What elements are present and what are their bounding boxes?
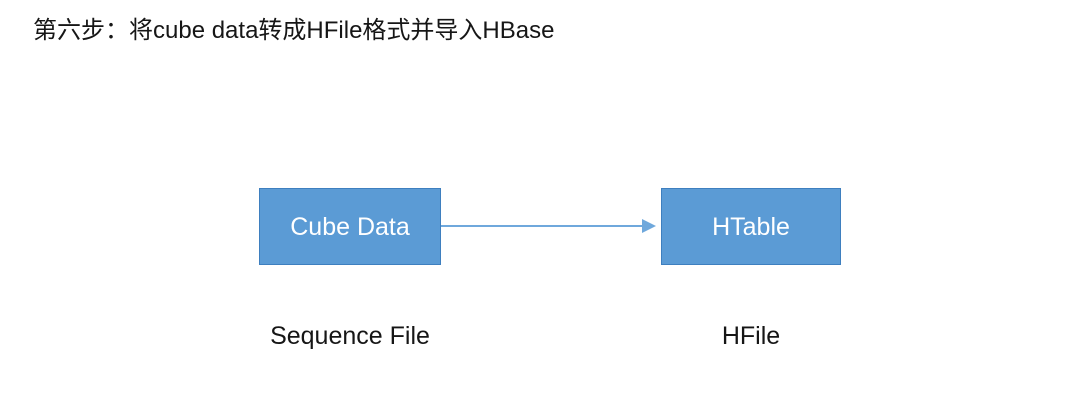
diagram-node-caption-sequence-file: Sequence File [270,322,430,350]
connector-cube-to-htable [438,214,666,238]
diagram-node-label: HTable [712,212,790,241]
arrow-right-icon [441,219,656,233]
page-title: 第六步：将cube data转成HFile格式并导入HBase [33,17,555,44]
diagram-node-caption-hfile: HFile [721,322,781,350]
diagram-node-cube-data[interactable]: Cube Data [259,188,441,265]
diagram-node-label: Cube Data [290,212,410,241]
diagram-node-htable[interactable]: HTable [661,188,841,265]
